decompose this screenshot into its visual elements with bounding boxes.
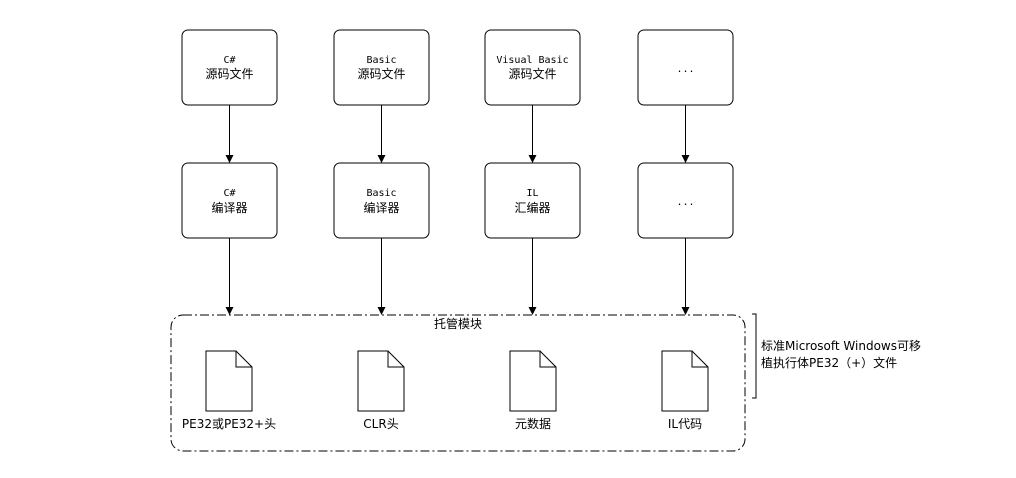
managed-module-title: 托管模块 — [434, 316, 482, 331]
source-box-basic-line2: 源码文件 — [357, 66, 405, 81]
bracket-note-line1: 标准Microsoft Windows可移 — [761, 339, 921, 353]
source-box-other-line1: ... — [676, 64, 694, 75]
compiler-box-other[interactable]: ... — [637, 162, 734, 239]
source-box-basic-line1: Basic — [366, 55, 396, 66]
source-box-csharp-line1: C# — [223, 55, 235, 66]
file-icon-pe32-header — [205, 350, 253, 412]
part-label-pe32-header: PE32或PE32+头 — [182, 417, 276, 431]
compiler-box-basic-line2: 编译器 — [363, 200, 399, 215]
part-label-il-code: IL代码 — [668, 417, 702, 431]
file-icon-il-code — [661, 350, 709, 412]
file-icon-metadata — [509, 350, 557, 412]
source-box-basic[interactable]: Basic 源码文件 — [333, 29, 430, 106]
source-box-other[interactable]: ... — [637, 29, 734, 106]
managed-module-container[interactable]: 托管模块 — [170, 314, 746, 452]
source-box-visual-basic[interactable]: Visual Basic 源码文件 — [484, 29, 581, 106]
compiler-box-basic[interactable]: Basic 编译器 — [333, 162, 430, 239]
compiler-box-il-assembler[interactable]: IL 汇编器 — [484, 162, 581, 239]
compiler-box-basic-line1: Basic — [366, 188, 396, 199]
compiler-box-il-assembler-line2: 汇编器 — [514, 200, 550, 215]
bracket — [752, 313, 757, 399]
file-icon-clr-header — [357, 350, 405, 412]
source-box-csharp[interactable]: C# 源码文件 — [181, 29, 278, 106]
compiler-box-il-assembler-line1: IL — [526, 188, 538, 199]
source-box-visual-basic-line2: 源码文件 — [508, 66, 556, 81]
compiler-box-other-line1: ... — [676, 197, 694, 208]
compiler-box-csharp-line1: C# — [223, 188, 235, 199]
source-box-visual-basic-line1: Visual Basic — [496, 55, 568, 66]
bracket-note-line2: 植执行体PE32（+）文件 — [761, 355, 897, 370]
part-label-metadata: 元数据 — [515, 416, 551, 431]
source-box-csharp-line2: 源码文件 — [205, 66, 253, 81]
compiler-box-csharp-line2: 编译器 — [211, 200, 247, 215]
compiler-box-csharp[interactable]: C# 编译器 — [181, 162, 278, 239]
part-label-clr-header: CLR头 — [363, 417, 398, 431]
